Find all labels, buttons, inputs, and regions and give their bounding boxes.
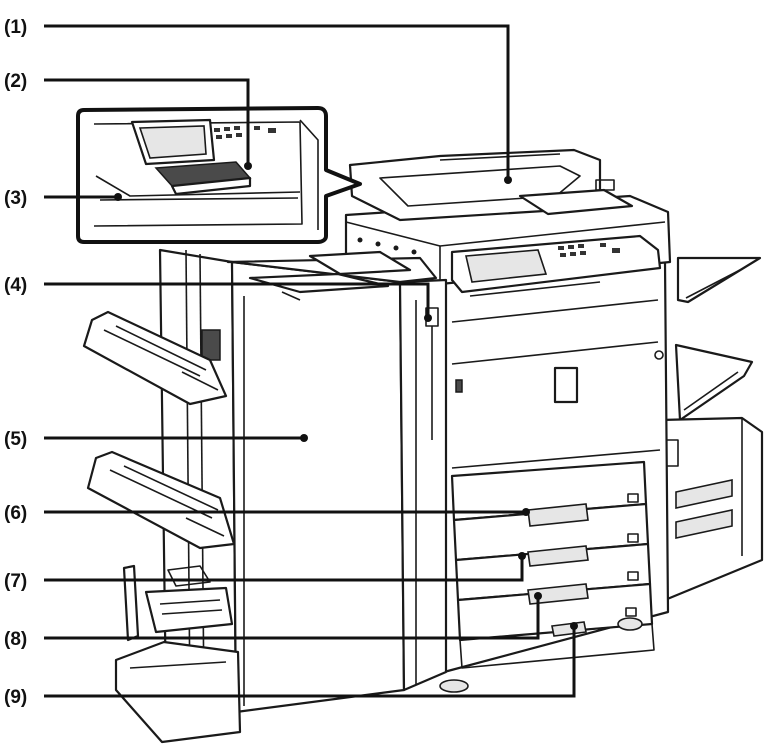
callout-label-4: (4) bbox=[4, 275, 27, 296]
keyboard-inset bbox=[78, 108, 360, 242]
large-capacity-tray bbox=[660, 418, 762, 602]
callout-label-1: (1) bbox=[4, 17, 27, 38]
callout-label-3: (3) bbox=[4, 188, 27, 209]
copier-illustration bbox=[78, 108, 762, 742]
callout-label-8: (8) bbox=[4, 629, 27, 650]
callout-label-6: (6) bbox=[4, 503, 27, 524]
document-feeder bbox=[350, 150, 632, 220]
callout-label-7: (7) bbox=[4, 571, 27, 592]
callout-labels: (1) (2) (3) (4) (5) (6) (7) (8) (9) bbox=[4, 17, 27, 708]
callout-label-5: (5) bbox=[4, 429, 27, 450]
side-exit-trays bbox=[676, 258, 760, 420]
callout-label-2: (2) bbox=[4, 71, 27, 92]
saddle-stitch-tray bbox=[116, 566, 240, 742]
callout-label-9: (9) bbox=[4, 687, 27, 708]
finisher-unit bbox=[160, 250, 446, 712]
